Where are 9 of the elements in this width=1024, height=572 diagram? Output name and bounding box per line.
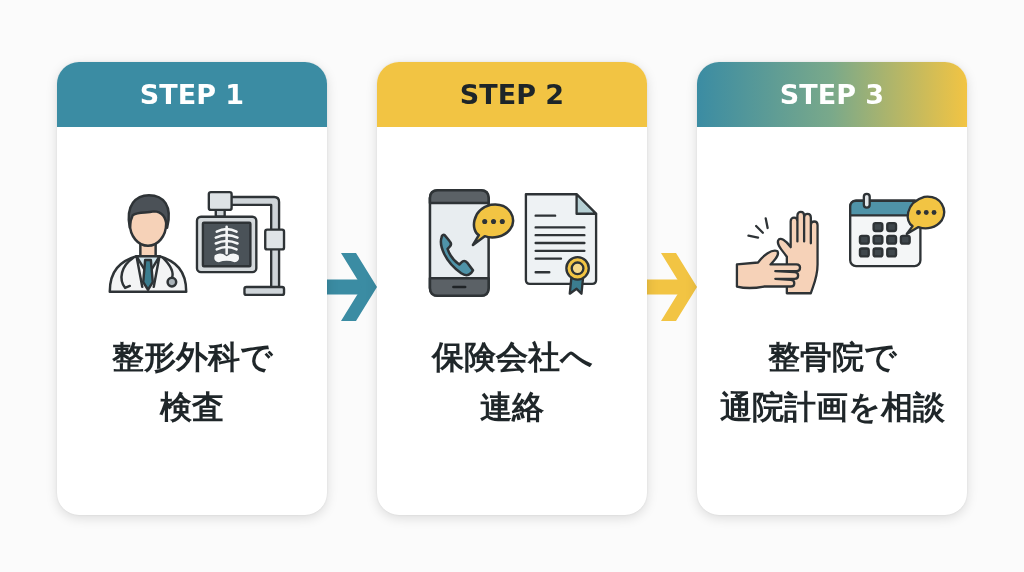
step-card (377, 62, 647, 515)
step-text: 保険会社へ連絡 (431, 337, 593, 428)
step-text: 整形外科で検査 (111, 337, 273, 428)
step-header: STEP 2 (377, 62, 647, 127)
step-text: 整骨院で通院計画を相談 (719, 337, 945, 428)
step-card (57, 62, 327, 515)
step-header: STEP 3 (697, 62, 967, 127)
step-card (697, 62, 967, 515)
step-header: STEP 1 (57, 62, 327, 127)
